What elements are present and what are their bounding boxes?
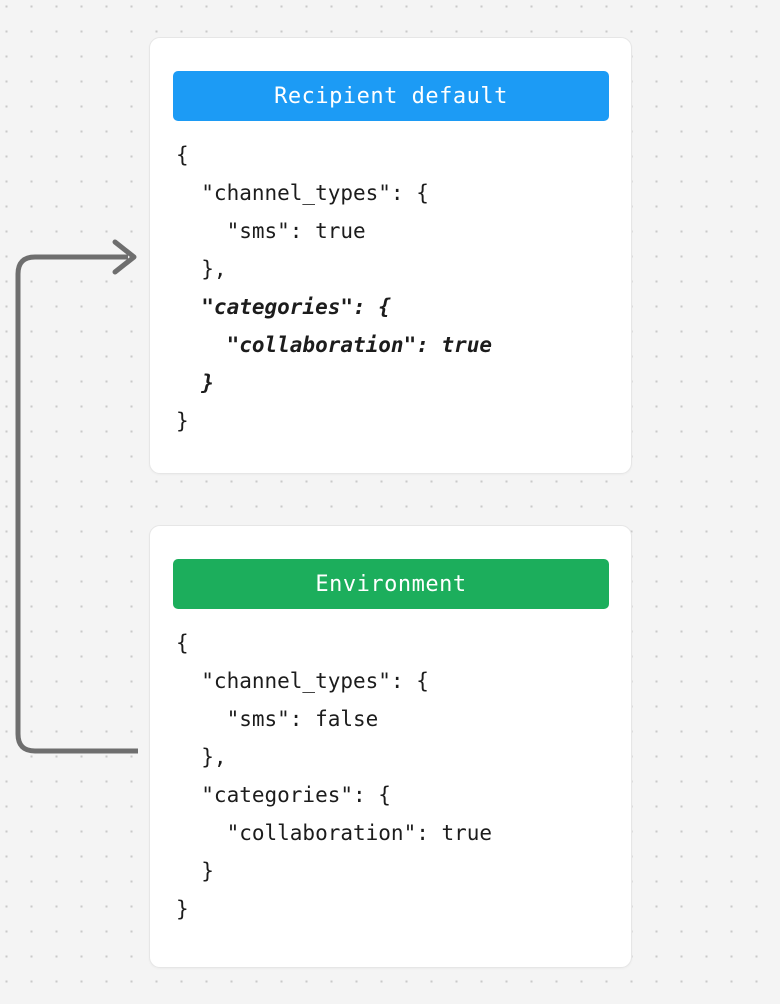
code-line: "sms": false bbox=[176, 707, 379, 731]
code-line: "categories": { bbox=[176, 295, 391, 319]
code-line: { bbox=[176, 631, 189, 655]
code-line: "categories": { bbox=[176, 783, 391, 807]
code-line: { bbox=[176, 143, 189, 167]
json-code-block-recipient-default: { "channel_types": { "sms": true }, "cat… bbox=[176, 136, 617, 440]
code-line: } bbox=[176, 371, 214, 395]
card-header-environment: Environment bbox=[173, 559, 609, 609]
card-header-label: Environment bbox=[315, 571, 467, 597]
code-line: "channel_types": { bbox=[176, 181, 429, 205]
code-line: "collaboration": true bbox=[176, 333, 493, 357]
card-recipient-default[interactable]: Recipient default { "channel_types": { "… bbox=[149, 37, 632, 474]
code-line: } bbox=[176, 409, 189, 433]
code-line: "collaboration": true bbox=[176, 821, 493, 845]
code-line: } bbox=[176, 859, 214, 883]
code-line: }, bbox=[176, 257, 227, 281]
code-line: "channel_types": { bbox=[176, 669, 429, 693]
code-line: }, bbox=[176, 745, 227, 769]
arrow-head-icon bbox=[112, 239, 137, 275]
card-header-recipient-default: Recipient default bbox=[173, 71, 609, 121]
json-code-block-environment: { "channel_types": { "sms": false }, "ca… bbox=[176, 624, 617, 928]
code-line: } bbox=[176, 897, 189, 921]
card-header-label: Recipient default bbox=[274, 83, 508, 109]
overrides-arrow bbox=[15, 239, 138, 754]
card-environment[interactable]: Environment { "channel_types": { "sms": … bbox=[149, 525, 632, 968]
arrow-path bbox=[15, 254, 138, 754]
code-line: "sms": true bbox=[176, 219, 366, 243]
